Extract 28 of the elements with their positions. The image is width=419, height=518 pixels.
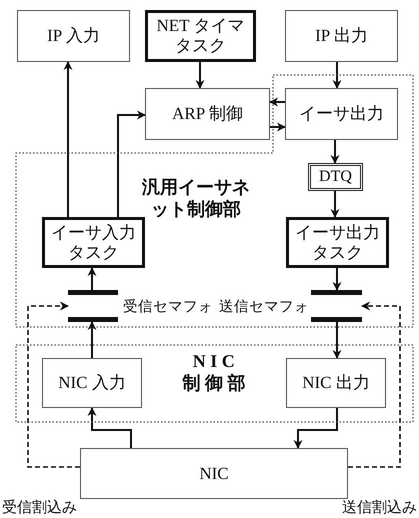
- node-text: IP 入力: [47, 26, 100, 46]
- task-box: [42, 217, 145, 268]
- region-label: NIC 制御部: [181, 351, 251, 394]
- node-text: ARP 制御: [172, 104, 243, 124]
- node-text: NIC: [199, 464, 229, 484]
- process-box: [17, 10, 130, 62]
- edge-label: 送信割込み: [342, 500, 417, 516]
- node-text: IP 出力: [315, 26, 368, 46]
- node-text: イーサ出力: [299, 104, 384, 124]
- semaphore-label: 受信セマフォ: [123, 298, 213, 316]
- process-box: [42, 358, 142, 408]
- node-text: NIC 入力: [58, 373, 126, 393]
- node-text: イーサ入力タスク: [50, 222, 137, 262]
- process-box: [285, 88, 398, 140]
- edge-label: 受信割込み: [2, 500, 77, 516]
- node-text: イーサ出力タスク: [294, 222, 381, 262]
- process-box: [145, 88, 270, 140]
- node-text: NIC 出力: [302, 373, 370, 393]
- process-box: [80, 448, 348, 499]
- process-box: [285, 10, 398, 62]
- region-label: 汎用イーサネット制御部: [140, 177, 251, 220]
- queue-box: [308, 163, 363, 191]
- process-box: [286, 358, 386, 408]
- node-text: NET タイマタスク: [156, 16, 246, 56]
- task-box: [145, 10, 256, 62]
- semaphore-label: 送信セマフォ: [219, 298, 309, 316]
- task-box: [286, 217, 389, 268]
- node-text: DTQ: [319, 168, 352, 186]
